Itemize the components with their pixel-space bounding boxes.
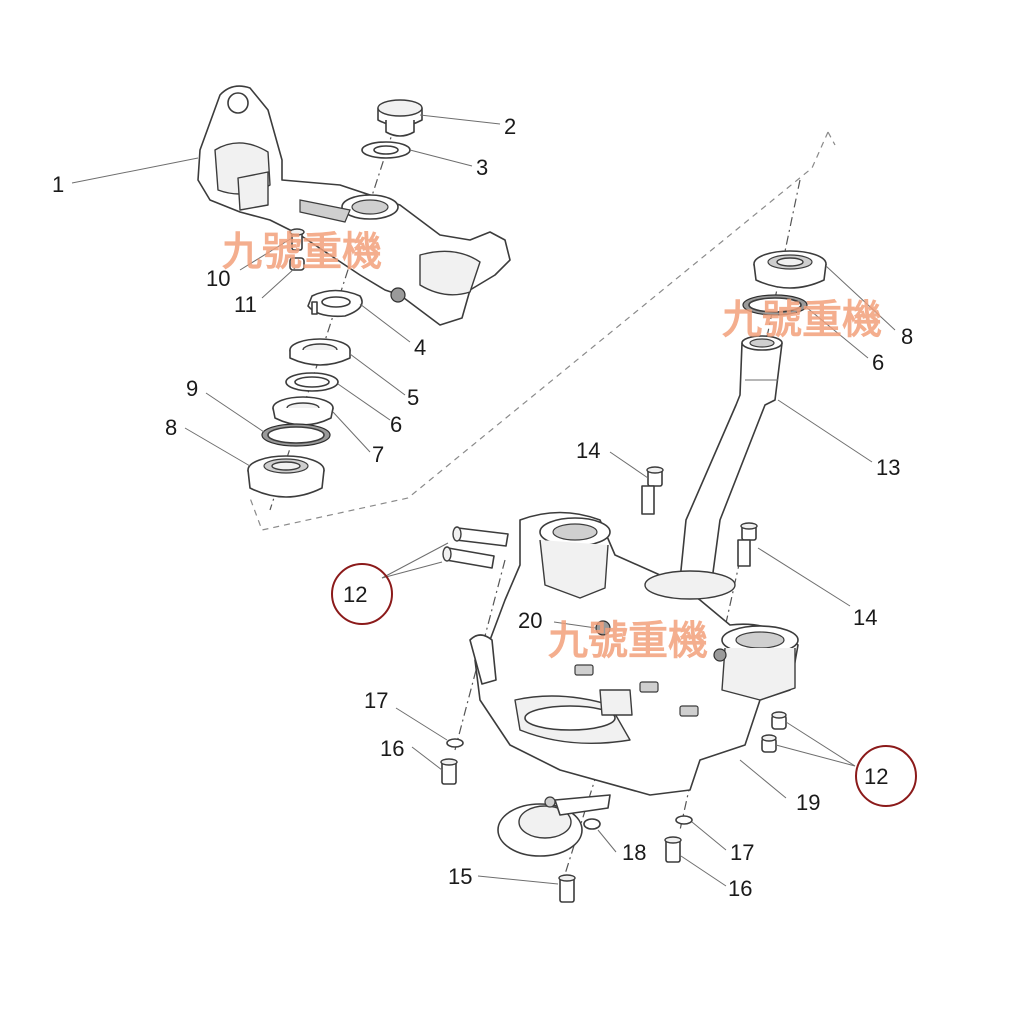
ring-nut	[289, 338, 351, 366]
callout-15: 15	[448, 864, 472, 889]
bolts-part-12-left	[442, 526, 509, 569]
callout-12-left-circle	[331, 563, 393, 625]
callout-14-top: 14	[576, 438, 600, 463]
watermark-1: 九號重機	[222, 229, 382, 275]
callout-10: 10	[206, 266, 230, 291]
subassembly-boundary-edge	[827, 131, 836, 146]
callout-11: 11	[234, 292, 257, 317]
leader-lines	[71, 114, 896, 887]
callout-16-right: 16	[728, 876, 752, 901]
callout-16-left: 16	[380, 736, 404, 761]
callout-18: 18	[622, 840, 646, 865]
watermark-2: 九號重機	[722, 297, 882, 343]
ring-part-9	[261, 423, 331, 447]
callout-2: 2	[504, 114, 516, 139]
upper-triple-clamp	[197, 85, 511, 326]
callout-14-right: 14	[853, 605, 877, 630]
lock-washer	[307, 289, 363, 318]
callout-17-left: 17	[364, 688, 388, 713]
dust-cover	[272, 396, 334, 426]
washer	[361, 141, 411, 159]
washer-part-17-left	[446, 738, 464, 748]
callout-5: 5	[407, 385, 419, 410]
seal-right	[742, 294, 808, 316]
bolt-part-14-left	[641, 466, 664, 515]
callout-12-left: 12	[343, 582, 367, 607]
bolt-part-16-left	[440, 758, 458, 785]
washer-part-18	[583, 818, 601, 830]
bolt-part-16-right	[664, 836, 682, 863]
bolts-part-12-right	[761, 711, 787, 753]
washer-part-17-right	[675, 815, 693, 825]
callout-12-right: 12	[864, 764, 888, 789]
grommet-part-11	[289, 257, 305, 271]
horn	[497, 794, 611, 857]
bearing-right	[753, 250, 827, 289]
top-nut	[377, 99, 423, 137]
bolt-part-14-right	[737, 522, 758, 567]
callout-6-right: 6	[872, 350, 884, 375]
bearing-left	[247, 455, 325, 498]
callout-4: 4	[414, 335, 426, 360]
callout-9: 9	[186, 376, 198, 401]
callout-20: 20	[518, 608, 542, 633]
steering-stem	[679, 335, 783, 581]
subassembly-boundary	[249, 131, 829, 531]
lower-triple-clamp	[469, 511, 799, 796]
callout-17-right: 17	[730, 840, 754, 865]
callout-19: 19	[796, 790, 820, 815]
callout-13: 13	[876, 455, 900, 480]
watermark-3: 九號重機	[548, 618, 708, 664]
callout-8-right: 8	[901, 324, 913, 349]
screw-part-10	[289, 228, 305, 251]
callout-8-left: 8	[165, 415, 177, 440]
callout-7: 7	[372, 442, 384, 467]
callout-3: 3	[476, 155, 488, 180]
bolt-part-15	[558, 874, 576, 903]
callout-6-left: 6	[390, 412, 402, 437]
seal	[285, 372, 339, 392]
callout-1: 1	[52, 172, 64, 197]
callout-12-right-circle	[855, 745, 917, 807]
